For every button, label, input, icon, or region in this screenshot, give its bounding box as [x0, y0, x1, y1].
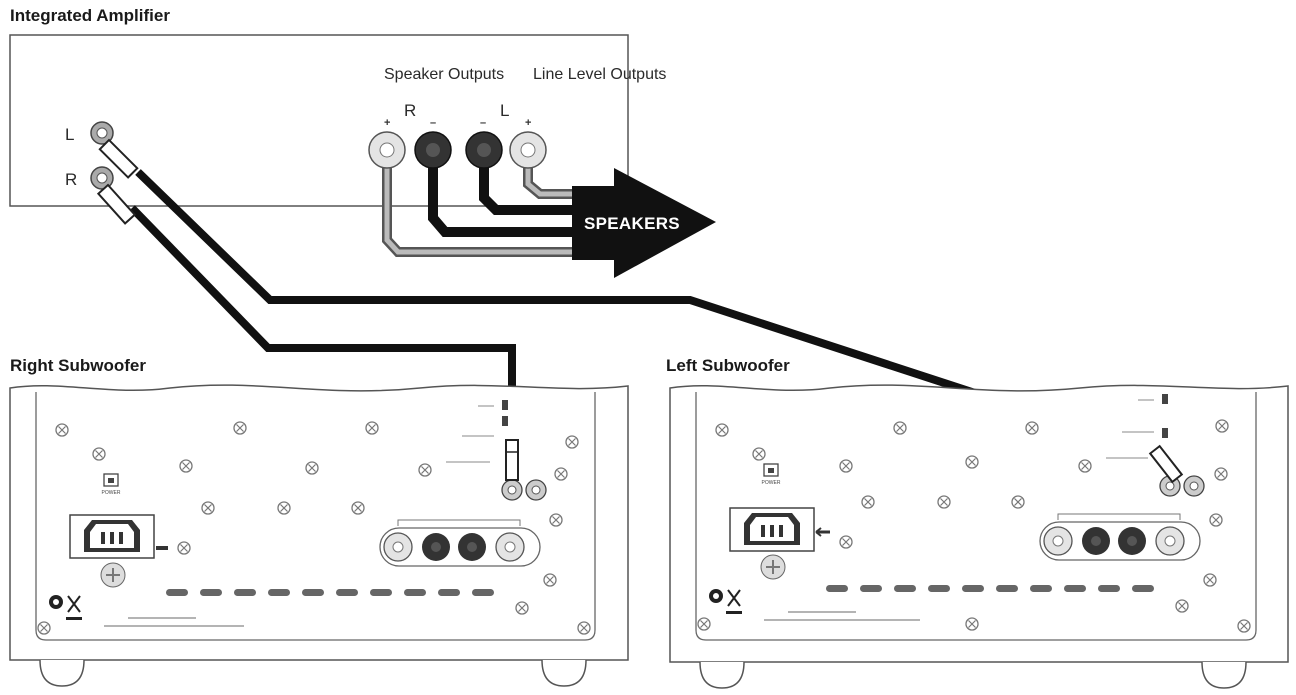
svg-text:POWER: POWER — [762, 480, 781, 486]
terminal-minus-label: – — [430, 117, 437, 129]
speaker-channel-right-label: R — [404, 101, 417, 120]
left-subwoofer-fuse — [760, 554, 786, 580]
right-subwoofer-iec-socket — [69, 514, 168, 559]
line-level-cable-left — [135, 169, 1167, 459]
right-subwoofer-rca-plug — [505, 439, 519, 481]
line-out-right-label: R — [65, 170, 78, 189]
terminal-plus-label: + — [525, 117, 532, 129]
right-subwoofer-vents — [166, 589, 494, 596]
speaker-terminal-r-plus — [368, 131, 406, 169]
rca-jack-right — [90, 166, 137, 225]
rca-jack-left — [90, 121, 139, 179]
right-subwoofer-weee-symbols — [49, 595, 82, 620]
line-level-outputs-label: Line Level Outputs — [533, 66, 667, 83]
right-subwoofer-speaker-level-inputs — [379, 519, 541, 567]
left-subwoofer-line-inputs — [1159, 475, 1205, 497]
right-subwoofer-power-switch: POWER — [102, 473, 121, 496]
speaker-terminal-l-plus — [509, 131, 547, 169]
left-subwoofer-fineprint — [764, 611, 920, 621]
speaker-channel-left-label: L — [500, 101, 510, 120]
left-subwoofer-switches — [1106, 394, 1168, 459]
left-subwoofer-power-switch: POWER — [762, 463, 781, 486]
speaker-outputs-label: Speaker Outputs — [384, 66, 505, 83]
left-subwoofer-speaker-level-inputs — [1039, 513, 1201, 561]
amplifier-title: Integrated Amplifier — [10, 6, 170, 25]
speakers-arrow — [572, 168, 716, 278]
terminal-plus-label: + — [384, 117, 391, 129]
left-subwoofer-panel — [669, 384, 1289, 689]
right-subwoofer-switches — [446, 400, 508, 463]
right-subwoofer-fuse — [100, 562, 126, 588]
right-subwoofer-fineprint — [104, 617, 244, 627]
speaker-terminal-r-minus — [414, 131, 452, 169]
left-subwoofer-iec-socket — [729, 507, 830, 552]
right-subwoofer-title: Right Subwoofer — [10, 356, 146, 375]
line-out-left-label: L — [65, 125, 75, 144]
speaker-terminal-l-minus — [465, 131, 503, 169]
svg-text:POWER: POWER — [102, 490, 121, 496]
left-subwoofer-rca-plug — [1148, 444, 1184, 484]
speakers-label: SPEAKERS — [584, 214, 680, 233]
left-subwoofer-weee-symbols — [709, 589, 742, 614]
left-subwoofer-vents — [826, 585, 1154, 592]
left-subwoofer-title: Left Subwoofer — [666, 356, 790, 375]
terminal-minus-label: – — [480, 117, 487, 129]
